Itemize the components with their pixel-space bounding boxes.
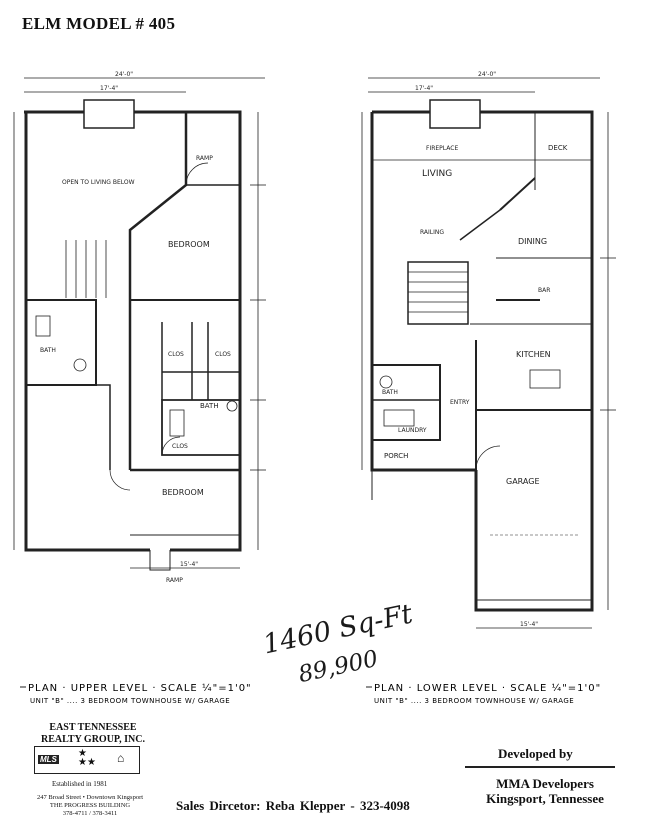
developed-by-heading: Developed by (498, 746, 573, 761)
lower-dim-15-4: 15'-4" (520, 621, 538, 628)
lower-garage: GARAGE (506, 477, 540, 486)
stars-logo-icon: ★★★ (78, 748, 96, 768)
upper-overall-width: 24'-0" (115, 71, 133, 78)
upper-clos-3: CLOS (172, 443, 188, 450)
lower-entry: ENTRY (450, 399, 470, 406)
realty-company-name: EAST TENNESSEE REALTY GROUP, INC. (41, 722, 145, 745)
upper-dim-15-4: 15'-4" (180, 561, 198, 568)
lower-plan-subcaption: UNIT "B" .... 3 BEDROOM TOWNHOUSE W/ GAR… (374, 697, 574, 705)
lower-bath: BATH (382, 389, 398, 396)
lower-porch: PORCH (384, 452, 408, 460)
page-title: ELM MODEL # 405 (22, 14, 176, 33)
realty-phone: 378-4711 / 378-3411 (62, 810, 118, 817)
upper-plan-subcaption: UNIT "B" .... 3 BEDROOM TOWNHOUSE W/ GAR… (30, 697, 230, 705)
lower-kitchen: KITCHEN (516, 350, 551, 359)
upper-level-plan (13, 77, 266, 571)
upper-bedroom-1: BEDROOM (168, 240, 210, 249)
sales-phone: 323-4098 (359, 798, 410, 813)
realty-address-line-1: 247 Broad Street • Downtown Kingsport (36, 794, 144, 801)
lower-fireplace: FIREPLACE (426, 145, 458, 152)
upper-ramp-top: RAMP (196, 155, 213, 162)
upper-clos-1: CLOS (168, 351, 184, 358)
upper-bath-1: BATH (40, 347, 56, 354)
lower-laundry: LAUNDRY (398, 427, 427, 434)
lower-level-plan (361, 77, 616, 629)
realty-logo-box (34, 746, 140, 774)
lower-plan-caption: PLAN · LOWER LEVEL · SCALE ¼"=1'0" (374, 682, 601, 694)
upper-bedroom-2: BEDROOM (162, 488, 204, 497)
sales-director-line: Sales Dircetor: Reba Klepper - 323-4098 (176, 798, 410, 814)
realty-established: Established in 1981 (52, 780, 108, 788)
upper-plan-caption: PLAN · UPPER LEVEL · SCALE ¼"=1'0" (28, 682, 252, 694)
developer-info: MMA Developers Kingsport, Tennessee (470, 776, 620, 806)
lower-overall-width: 24'-0" (478, 71, 496, 78)
upper-clos-2: CLOS (215, 351, 231, 358)
developer-name: MMA Developers (496, 776, 594, 791)
developer-divider (465, 766, 615, 768)
upper-dim-17-4: 17'-4" (100, 85, 118, 92)
realty-address-line-2: THE PROGRESS BUILDING (49, 802, 131, 809)
lower-living: LIVING (422, 169, 452, 179)
upper-ramp-bottom: RAMP (166, 577, 183, 584)
sales-person: Reba Klepper (265, 798, 346, 813)
lower-railing: RAILING (420, 229, 444, 236)
mls-logo: MLS (38, 755, 59, 764)
equal-housing-icon: ⌂ (117, 751, 125, 765)
upper-open-to-living: OPEN TO LIVING BELOW (62, 179, 135, 186)
sales-separator: - (350, 798, 355, 813)
lower-bar: BAR (538, 287, 550, 294)
lower-dim-17-4: 17'-4" (415, 85, 433, 92)
upper-bath-2: BATH (200, 402, 219, 410)
lower-deck: DECK (548, 144, 568, 152)
lower-dining: DINING (518, 237, 547, 246)
realty-address: 247 Broad Street • Downtown Kingsport TH… (30, 794, 150, 818)
developer-location: Kingsport, Tennessee (486, 791, 604, 806)
sales-label: Sales Dircetor: (176, 798, 261, 813)
